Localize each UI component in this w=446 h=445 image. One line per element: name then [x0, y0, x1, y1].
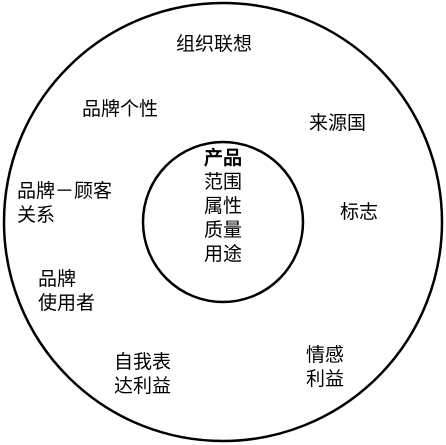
label-brand-user: 品牌 使用者: [38, 267, 95, 315]
center-product-title: 产品: [203, 147, 242, 169]
label-brand-user-line1: 品牌: [38, 268, 77, 290]
label-emotional-benefits-line1: 情感: [306, 344, 345, 366]
label-organizational-associations: 组织联想: [176, 33, 253, 55]
label-brand-personality: 品牌个性: [82, 98, 159, 120]
label-brand-customer-relationship-line1: 品牌－顾客: [17, 180, 113, 202]
label-brand-user-line2: 使用者: [38, 292, 96, 314]
label-emotional-benefits-line2: 利益: [306, 368, 345, 390]
label-brand-customer-relationship-line2: 关系: [17, 204, 56, 226]
label-emotional-benefits: 情感 利益: [306, 343, 344, 391]
inner-circle: [141, 140, 305, 304]
label-self-expressive-benefits-line1: 自我表: [114, 351, 172, 373]
label-symbol: 标志: [340, 201, 379, 223]
label-self-expressive-benefits: 自我表 达利益: [114, 350, 171, 398]
center-item-use: 用途: [203, 243, 242, 265]
center-item-quality: 质量: [203, 219, 242, 241]
center-item-attributes: 属性: [203, 195, 242, 217]
label-brand-customer-relationship: 品牌－顾客 关系: [17, 179, 112, 227]
label-self-expressive-benefits-line2: 达利益: [114, 375, 172, 397]
center-item-scope: 范围: [203, 171, 242, 193]
center-product-block: 产品 范围 属性 质量 用途: [183, 146, 263, 266]
label-country-of-origin: 来源国: [309, 112, 367, 134]
